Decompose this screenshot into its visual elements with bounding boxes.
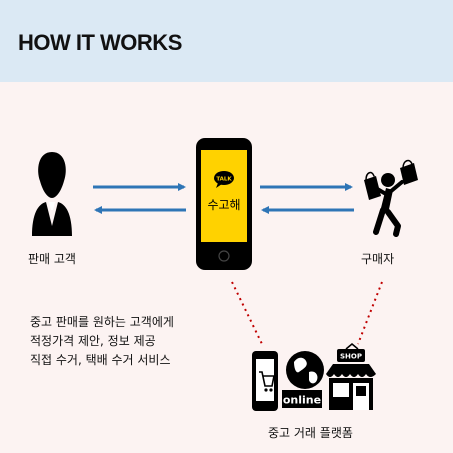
talk-badge: TALK <box>214 171 234 188</box>
app-name: 수고해 <box>207 198 240 212</box>
mobile-shop-icon <box>252 351 278 411</box>
online-label: online <box>283 394 321 407</box>
header-band <box>0 0 453 82</box>
seller-person-icon <box>32 152 72 236</box>
description-line: 직접 수거, 택배 수거 서비스 <box>30 353 171 367</box>
description-line: 중고 판매를 원하는 고객에게 <box>30 315 174 329</box>
page-title: HOW IT WORKS <box>18 30 182 55</box>
dotted-line-left <box>231 281 263 345</box>
shop-sign-text: SHOP <box>340 353 362 361</box>
seller-label: 판매 고객 <box>28 252 76 266</box>
service-description: 중고 판매를 원하는 고객에게 적정가격 제안, 정보 제공 직접 수거, 택배… <box>30 313 174 370</box>
shop-store-icon: SHOP <box>326 343 376 410</box>
buyer-label: 구매자 <box>361 252 395 266</box>
globe-online-icon: online <box>282 351 324 408</box>
smartphone-icon <box>196 138 252 270</box>
description-line: 적정가격 제안, 정보 제공 <box>30 334 156 348</box>
dotted-line-right <box>357 281 383 345</box>
talk-badge-text: TALK <box>216 177 232 183</box>
platform-label: 중고 거래 플랫폼 <box>268 426 353 440</box>
buyer-shopping-icon <box>364 159 418 237</box>
